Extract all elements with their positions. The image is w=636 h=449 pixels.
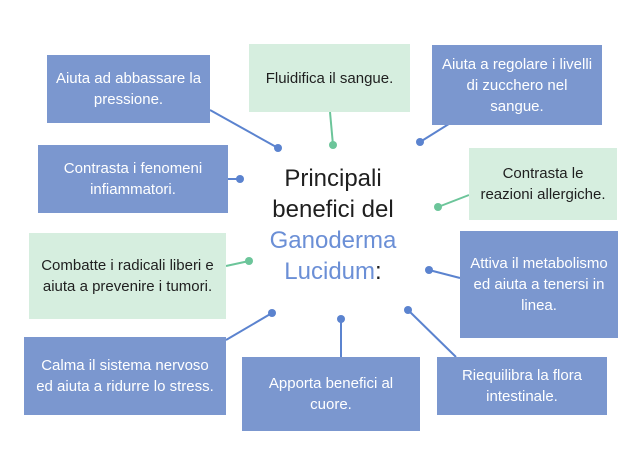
connector-dot-metabolism <box>425 266 433 274</box>
title-line-4-accent: Lucidum <box>284 258 376 285</box>
benefit-metabolism: Attiva il metabolismo ed aiuta a tenersi… <box>460 231 618 338</box>
connector-pressure <box>209 109 279 149</box>
connector-dot-allergies <box>434 203 442 211</box>
benefit-flora: Riequilibra la flora intestinale. <box>437 357 607 415</box>
connector-dot-blood <box>329 141 337 149</box>
connector-metabolism <box>428 269 461 279</box>
title-line-1: Principali <box>284 165 382 192</box>
connector-blood <box>329 111 334 146</box>
connector-dot-inflammation <box>236 175 244 183</box>
connector-dot-sugar <box>416 138 424 146</box>
connector-flora <box>407 309 457 358</box>
title-line-4: Lucidum: <box>258 256 408 287</box>
benefit-sugar: Aiuta a regolare i livelli di zucchero n… <box>432 45 602 125</box>
connector-allergies <box>437 194 470 208</box>
title-line-2: benefici del <box>272 196 394 223</box>
title-suffix: : <box>375 258 382 285</box>
benefit-nervous: Calma il sistema nervoso ed aiuta a ridu… <box>24 337 226 415</box>
connector-dot-pressure <box>274 144 282 152</box>
benefit-inflammation: Contrasta i fenomeni infiammatori. <box>38 145 228 213</box>
connector-dot-radicals <box>245 257 253 265</box>
benefit-blood: Fluidifica il sangue. <box>249 44 410 112</box>
title-line-3: Ganoderma <box>269 227 397 254</box>
connector-dot-heart <box>337 315 345 323</box>
connector-sugar <box>419 121 453 143</box>
diagram-title: Principali benefici del Ganoderma Lucidu… <box>258 163 408 287</box>
connector-dot-nervous <box>268 309 276 317</box>
benefit-heart: Apporta benefici al cuore. <box>242 357 420 431</box>
connector-nervous <box>225 312 273 341</box>
benefit-pressure: Aiuta ad abbassare la pressione. <box>47 55 210 123</box>
connector-dot-flora <box>404 306 412 314</box>
benefit-radicals: Combatte i radicali liberi e aiuta a pre… <box>29 233 226 319</box>
benefit-allergies: Contrasta le reazioni allergiche. <box>469 148 617 220</box>
